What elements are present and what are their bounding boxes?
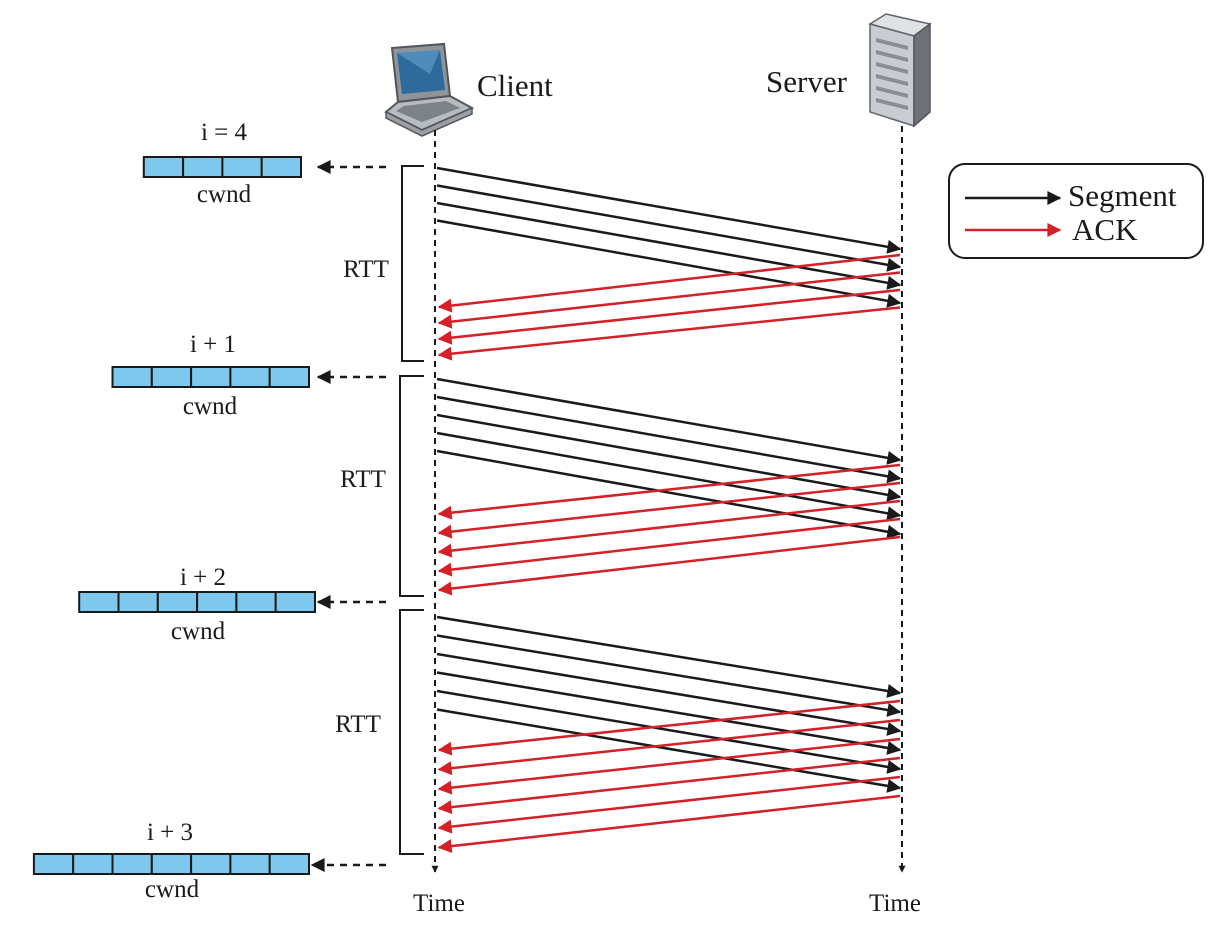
legend: Segment ACK	[948, 163, 1204, 259]
segment-arrow	[436, 395, 902, 484]
ack-arrow	[437, 737, 901, 795]
segment-arrow	[436, 671, 902, 755]
cwnd-cell	[32, 853, 75, 875]
cwnd-label: cwnd	[145, 876, 200, 903]
ack-arrow	[437, 288, 901, 345]
segment-arrow	[436, 377, 902, 465]
cwnd-cell	[268, 853, 311, 875]
legend-ack-label: ACK	[1072, 212, 1138, 247]
ack-arrow	[437, 756, 901, 815]
cwnd-cell	[142, 156, 185, 178]
rtt-label: RTT	[340, 466, 386, 493]
cwnd-cell	[229, 853, 271, 875]
window-label: i + 3	[147, 819, 193, 846]
ack-arrow	[437, 775, 901, 834]
ack-arrow	[437, 699, 901, 756]
cwnd-cell	[235, 591, 277, 613]
ack-arrow	[437, 535, 901, 596]
cwnd-label: cwnd	[183, 393, 238, 420]
segment-arrow	[436, 184, 902, 272]
cwnd-window-2: i + 1 cwnd	[111, 331, 386, 420]
segment-arrow	[436, 634, 902, 717]
cwnd-cell	[156, 591, 199, 613]
segment-arrow	[436, 652, 902, 736]
cwnd-cell	[78, 591, 120, 613]
server-label: Server	[766, 64, 848, 99]
ack-arrow	[437, 271, 901, 329]
cwnd-cell	[274, 591, 317, 613]
rtt-bracket	[401, 165, 424, 362]
cwnd-cell	[111, 853, 153, 875]
cwnd-cell	[190, 853, 232, 875]
ack-arrow	[437, 481, 901, 539]
legend-box	[948, 163, 1204, 259]
server-time-label: Time	[869, 890, 921, 917]
cwnd-cell	[196, 591, 238, 613]
laptop-icon	[384, 42, 475, 137]
segment-arrow	[436, 413, 902, 502]
cwnd-window-3: i + 2 cwnd	[78, 564, 386, 645]
ack-arrow	[437, 499, 901, 558]
cwnd-cell	[150, 366, 193, 388]
ack-arrow	[437, 306, 901, 361]
rtt-round-1: RTT	[343, 165, 424, 362]
segment-arrow	[436, 166, 902, 254]
window-label: i + 2	[180, 564, 226, 591]
cwnd-cell	[260, 156, 303, 178]
cwnd-cell	[190, 366, 232, 388]
segment-arrow	[436, 219, 902, 308]
cwnd-window-4: i + 3 cwnd	[32, 819, 386, 903]
segment-arrow	[436, 201, 902, 290]
window-label: i + 1	[190, 331, 236, 358]
rtt-bracket	[399, 375, 424, 597]
cwnd-cell	[150, 853, 193, 875]
cwnd-cell	[72, 853, 114, 875]
rtt-bracket	[399, 609, 424, 855]
segment-arrow	[436, 708, 902, 793]
client-time-label: Time	[413, 890, 465, 917]
segment-arrow	[436, 615, 902, 698]
cwnd-cell	[111, 366, 153, 388]
cwnd-cell	[221, 156, 263, 178]
cwnd-label: cwnd	[171, 618, 226, 645]
segment-arrow	[436, 689, 902, 774]
cwnd-cell	[182, 156, 224, 178]
cwnd-cell	[117, 591, 159, 613]
segment-arrow	[436, 449, 902, 539]
rtt-label: RTT	[335, 711, 381, 738]
cwnd-window-1: i = 4 cwnd	[142, 119, 386, 208]
ack-arrow	[437, 517, 901, 577]
server-icon	[868, 13, 932, 128]
rtt-label: RTT	[343, 256, 389, 283]
ack-arrow	[437, 718, 901, 776]
segment-arrow	[436, 431, 902, 521]
rtt-round-3: RTT	[335, 609, 424, 855]
ack-arrow	[437, 794, 901, 854]
cwnd-cell	[229, 366, 271, 388]
cwnd-label: cwnd	[197, 181, 252, 208]
cwnd-cell	[268, 366, 311, 388]
window-label: i = 4	[201, 119, 248, 146]
message-arrows	[436, 166, 902, 854]
client-label: Client	[477, 68, 553, 103]
ack-arrow	[437, 463, 901, 520]
legend-segment-label: Segment	[1068, 178, 1177, 213]
ack-arrow	[437, 253, 901, 313]
rtt-round-2: RTT	[340, 375, 424, 597]
